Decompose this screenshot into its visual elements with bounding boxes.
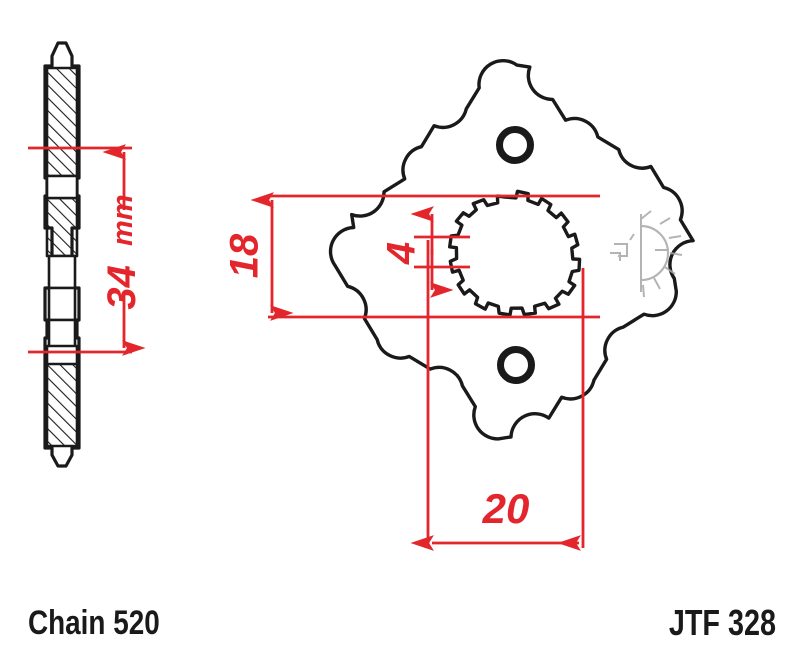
dim-text-4: 4 xyxy=(380,242,424,265)
part-number-label: JTF 328 xyxy=(668,602,776,643)
dimension-20 xyxy=(410,240,585,551)
side-view-edge-lines xyxy=(50,56,74,455)
dim-text-34mm: 34 mm xyxy=(100,194,144,309)
bolt-hole-top xyxy=(496,126,534,164)
bolt-hole-bottom xyxy=(497,346,535,384)
dim-value-34: 34 xyxy=(100,265,144,310)
dimension-4 xyxy=(410,206,470,298)
chain-label: Chain 520 xyxy=(28,604,160,642)
side-view-tooth-slots xyxy=(45,174,79,366)
dim-text-18: 18 xyxy=(223,233,267,278)
splined-bore xyxy=(448,189,582,317)
dimension-18 xyxy=(250,192,600,321)
svg-text:34 mm: 34 mm xyxy=(100,194,144,309)
dim-text-20: 20 xyxy=(482,485,530,532)
side-view-hatching xyxy=(47,68,77,446)
front-view-sprocket xyxy=(328,58,695,441)
dim-unit-mm: mm xyxy=(107,194,139,246)
side-section-view xyxy=(43,41,81,468)
dimension-thickness-34mm xyxy=(28,144,146,356)
sun-burst-watermark xyxy=(610,210,683,298)
